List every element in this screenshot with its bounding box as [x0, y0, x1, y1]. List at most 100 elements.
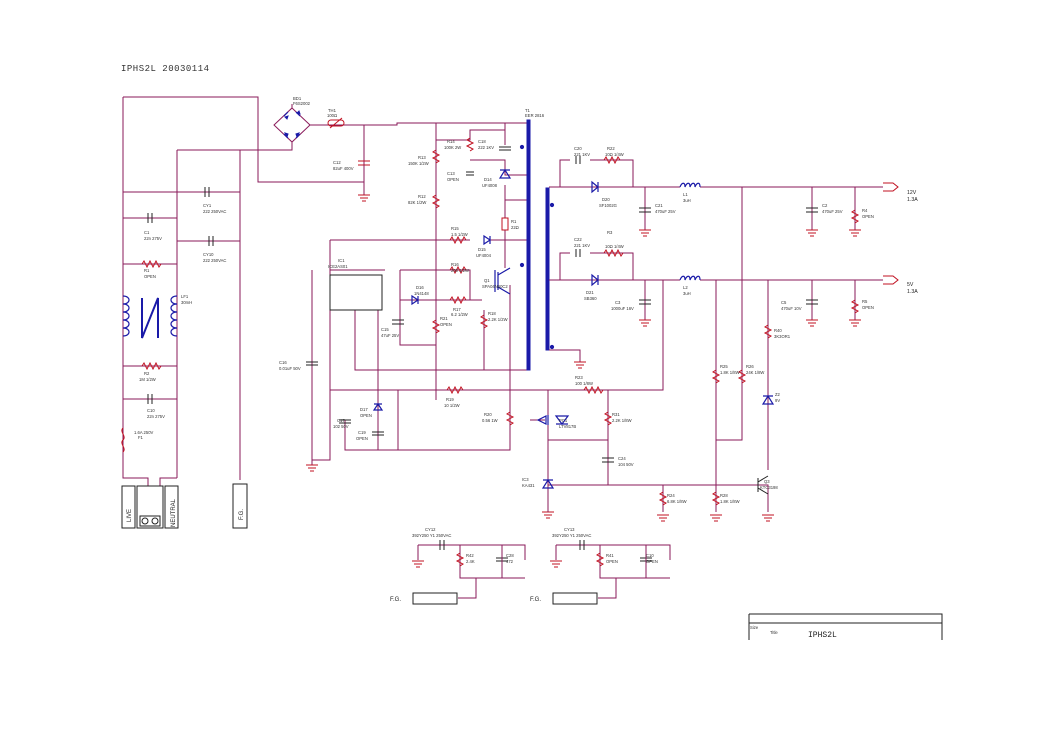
label-r1-val: OPEN	[144, 274, 156, 279]
label-q1-ref: Q1	[484, 278, 490, 283]
label-cy10-val: 222 250VAC	[203, 258, 226, 263]
common-mode-choke-lf1	[122, 295, 178, 339]
label-c5-val: 470uF 10V	[781, 306, 802, 311]
capacitor-c12	[358, 125, 370, 202]
label-r13-ref: R13	[418, 155, 426, 160]
fuse-f1	[121, 427, 125, 453]
label-cy10-ref: CY10	[203, 252, 214, 257]
thermistor-th1	[327, 117, 345, 129]
label-r2-ref: R2	[144, 371, 150, 376]
input-resistors	[141, 259, 162, 371]
label-c18-val: 222 1KV	[478, 145, 494, 150]
fg-labels: F.G. F.G.	[390, 597, 541, 603]
label-cy13-val: 392Y250 Y1 250VAC	[552, 533, 591, 538]
label-c13-ref: C13	[447, 171, 455, 176]
label-r15-ref: R15	[451, 226, 459, 231]
label-r28-ref: R28	[720, 493, 728, 498]
label-r14-val: 100K 2W	[444, 145, 461, 150]
label-c13-val: OPEN	[447, 177, 459, 182]
label-r17-ref: R17	[453, 307, 461, 312]
label-d14-ref: D14	[484, 177, 492, 182]
label-r5-val: OPEN	[862, 305, 874, 310]
label-c20-ref: C20	[574, 146, 582, 151]
feedback-network	[536, 365, 775, 512]
output-5v-current: 1.3A	[907, 289, 918, 295]
label-l2-val: 3uH	[683, 291, 691, 296]
y-cap-networks	[412, 540, 671, 605]
label-c12-ref: C12	[333, 160, 341, 165]
label-r5-ref: R5	[862, 299, 868, 304]
label-bd1-ref: BD1	[293, 96, 302, 101]
label-c10-val: 22n 275V	[147, 414, 165, 419]
transformer-t1	[519, 119, 586, 371]
label-th1-ref: TH1	[328, 108, 337, 113]
label-r40-ref: R40	[774, 328, 782, 333]
page-title: IPHS2L 20030114	[121, 64, 210, 74]
label-c28-ref: C28	[506, 553, 514, 558]
label-c1-ref: C1	[144, 230, 150, 235]
fg-box-right	[552, 592, 598, 605]
label-cy1-val: 222 250VAC	[203, 209, 226, 214]
label-cy12-ref: CY12	[425, 527, 436, 532]
label-z2-ref: Z2	[775, 392, 781, 397]
label-lf1-ref: LF1	[181, 294, 189, 299]
label-cy12-val: 392Y250 Y1 250VAC	[412, 533, 451, 538]
label-d17-val: OPEN	[360, 413, 372, 418]
label-c19-ref: C19	[358, 430, 366, 435]
label-lf1-val: 30mH	[181, 300, 192, 305]
label-r1b-ref: R1	[511, 219, 517, 224]
label-c3-val: 1000uF 16V	[611, 306, 634, 311]
label-r22-ref: R22	[607, 146, 615, 151]
label-c2-val: 470uF 25V	[822, 209, 843, 214]
label-r21-val: OPEN	[440, 322, 452, 327]
ground-primary	[306, 464, 318, 472]
label-d21-ref: D21	[586, 290, 594, 295]
label-r28-val: 1.8K 1/8W	[720, 499, 740, 504]
label-r17-val: 6.2 1/2W	[451, 312, 468, 317]
label-d15-ref: D15	[478, 247, 486, 252]
label-r24-val: 6.8K 1/8W	[667, 499, 687, 504]
terminal-labels: LIVE NEUTRAL F.G.	[127, 498, 245, 527]
label-r3-val: 10Ω 1/4W	[605, 244, 624, 249]
label-r42-ref: R42	[466, 553, 474, 558]
output-12v-current: 1.3A	[907, 197, 918, 203]
label-q3-ref: Q3	[764, 479, 770, 484]
label-c22-ref: C22	[574, 237, 582, 242]
label-c10-ref: C10	[147, 408, 155, 413]
label-c18-ref: C18	[478, 139, 486, 144]
label-f1-ref: F1	[138, 435, 144, 440]
label-l1-ref: L1	[683, 192, 688, 197]
input-wiring	[122, 96, 530, 486]
label-c2-ref: C2	[822, 203, 828, 208]
label-r19-ref: R19	[446, 397, 454, 402]
label-r20-val: 0.56 1W	[482, 418, 498, 423]
label-r14-ref: R14	[447, 139, 455, 144]
title-block-text: Size Title IPHS2L	[750, 625, 837, 640]
label-r40-val: 3K3OR1	[774, 334, 791, 339]
label-c24-ref: C24	[618, 456, 626, 461]
label-c1-val: 22n 275V	[144, 236, 162, 241]
label-c16-val: 0.01uF 50V	[279, 366, 301, 371]
label-q3-val: KTC3198	[760, 485, 778, 490]
secondary-5v	[549, 248, 899, 510]
label-c16-ref: C16	[279, 360, 287, 365]
label-r20-ref: R20	[484, 412, 492, 417]
label-d16-ref: D16	[416, 285, 424, 290]
x-capacitors	[147, 187, 214, 404]
title-block-title-label: Title	[770, 630, 778, 635]
label-c10b-ref: C10	[646, 553, 654, 558]
label-r12-val: 82K 1/2W	[408, 200, 426, 205]
label-ic3-val: KA431	[522, 483, 535, 488]
label-cy1-ref: CY1	[203, 203, 212, 208]
label-r18-val: 2.2K 1/2W	[488, 317, 508, 322]
label-c5-ref: C5	[781, 300, 787, 305]
label-t1-ref: T1	[525, 108, 531, 113]
label-r4-val: OPEN	[862, 214, 874, 219]
label-ic1-ref: IC1	[338, 258, 345, 263]
labels: BD1 F6S2002 TH1 100Ω C12 82uF 400V CY1 2…	[134, 96, 874, 564]
label-pc1-ref: PC1	[559, 418, 568, 423]
label-r16-ref: R16	[451, 262, 459, 267]
label-r1b-val: 22Ω	[511, 225, 519, 230]
label-d14-val: UF4008	[482, 183, 498, 188]
